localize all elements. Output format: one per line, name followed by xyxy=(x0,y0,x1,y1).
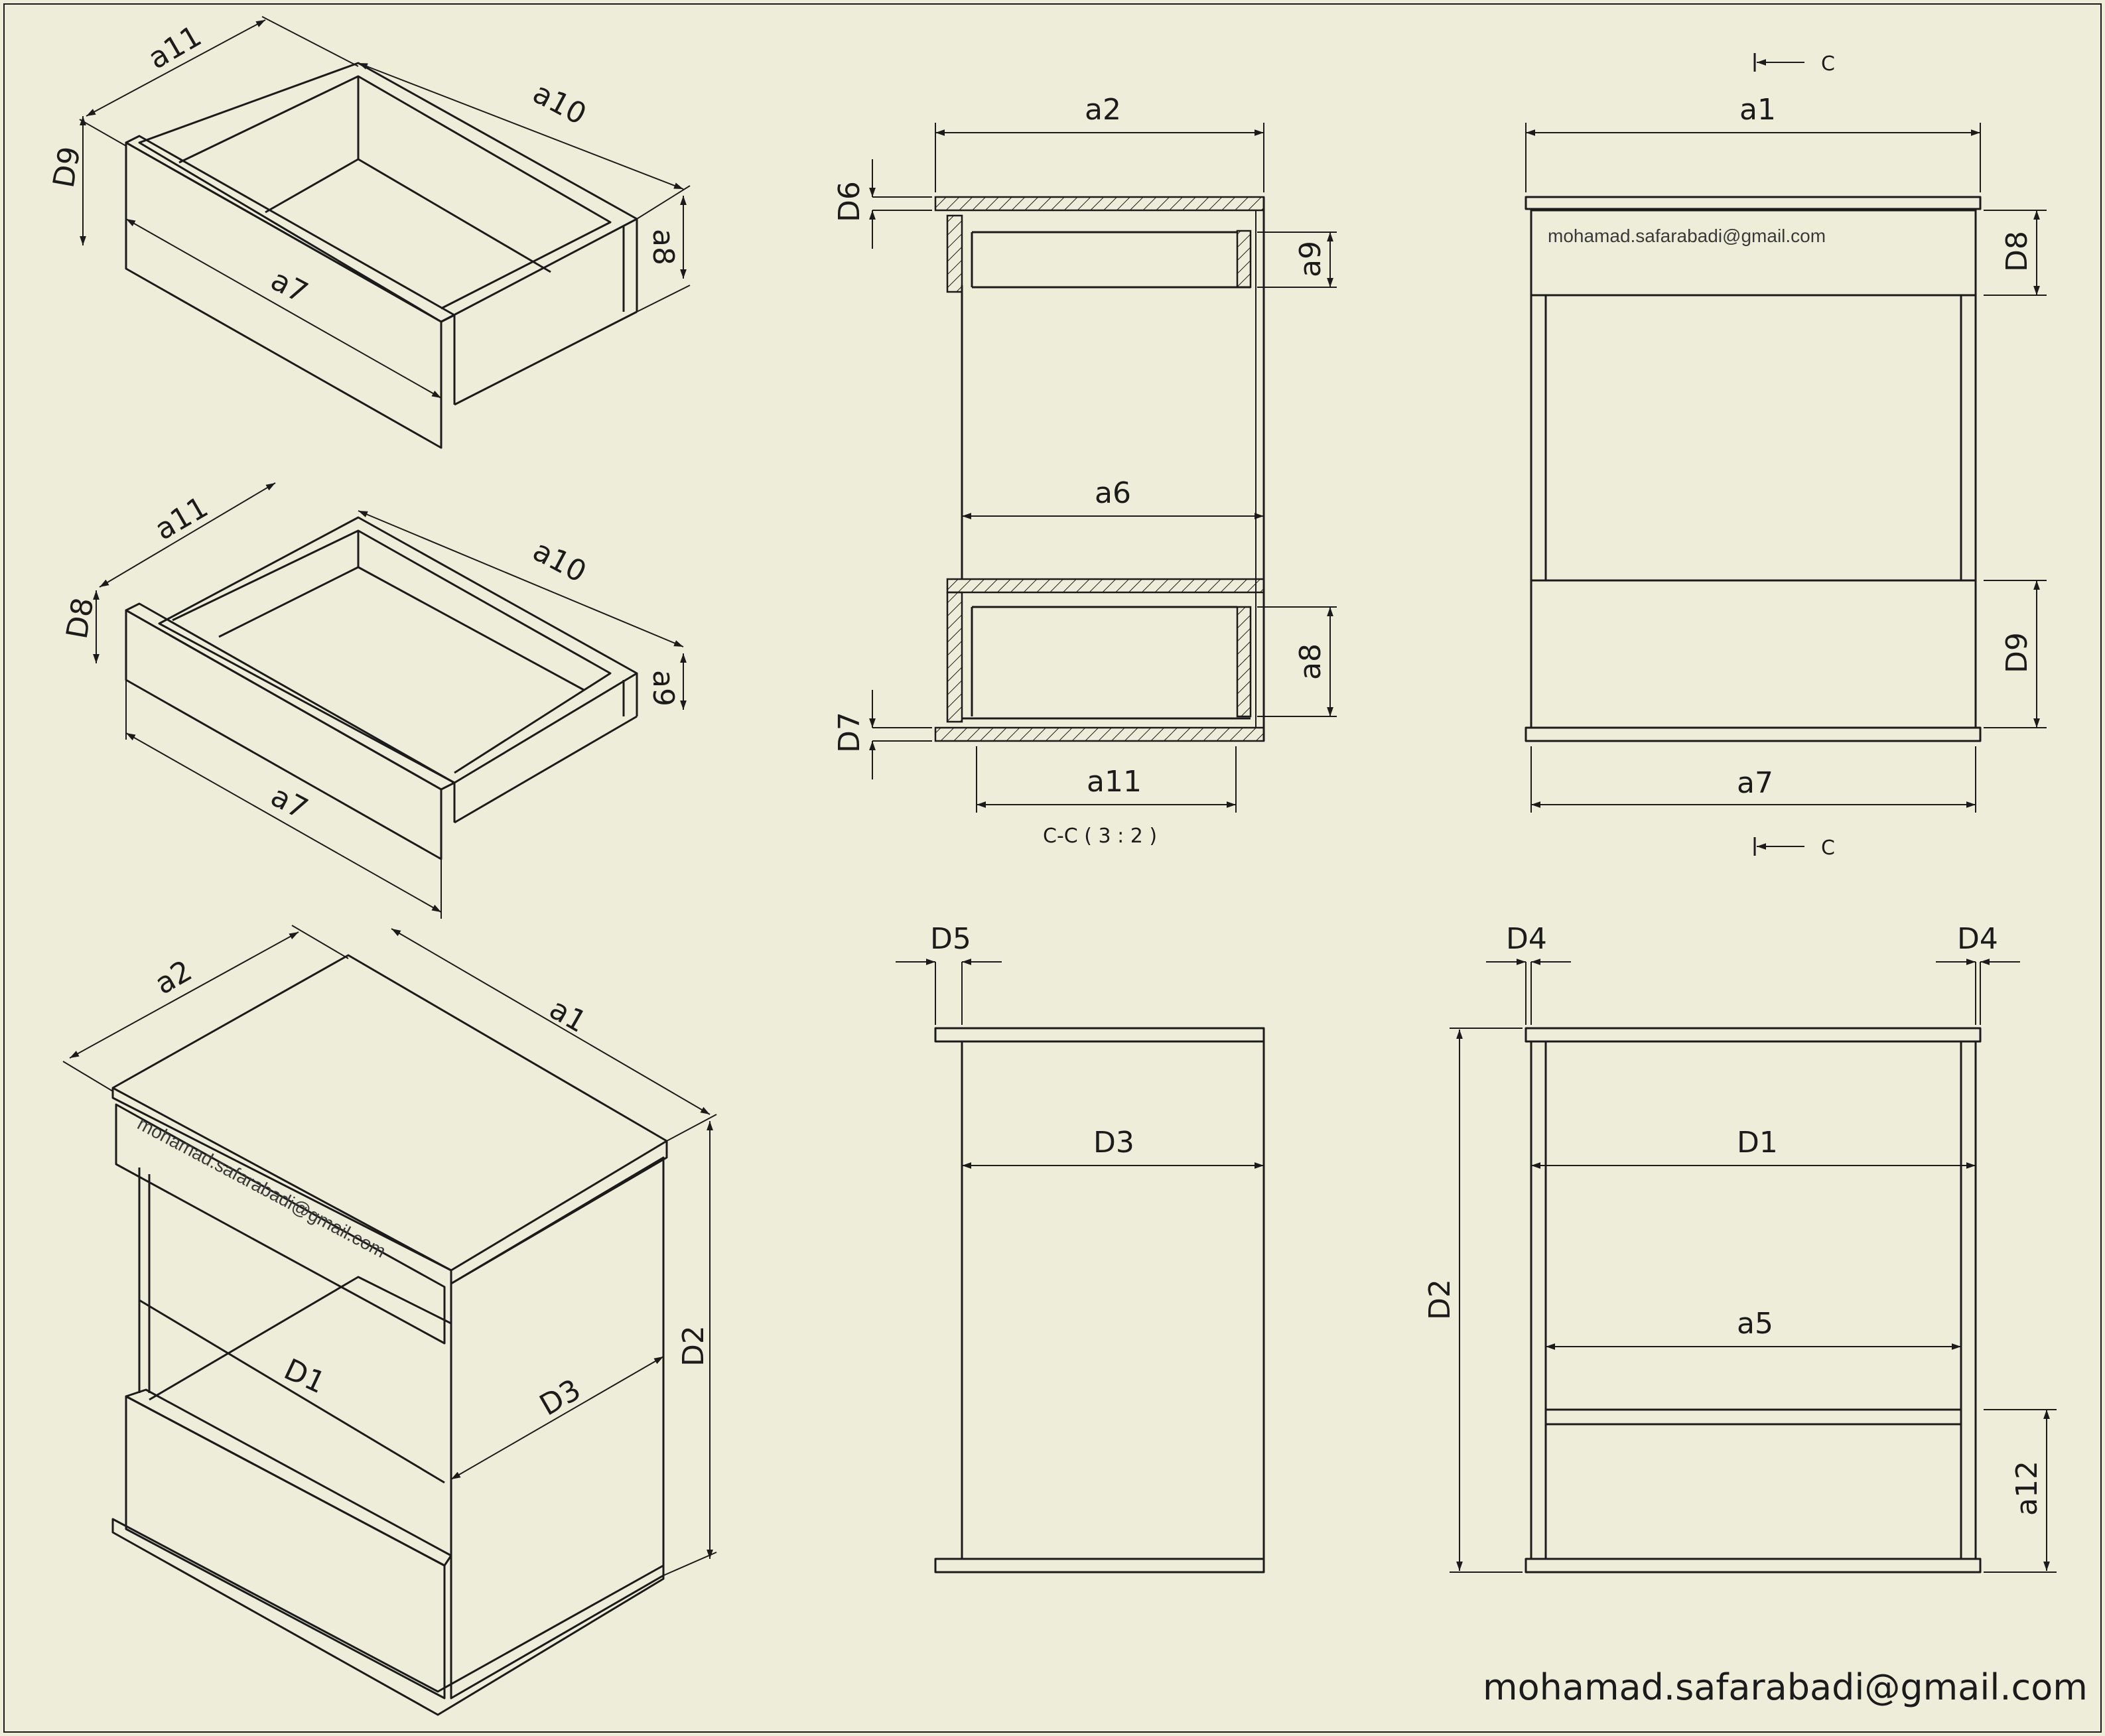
label-a7-drawer2: a7 xyxy=(265,779,313,827)
label-a8-section: a8 xyxy=(1294,643,1327,680)
label-a6-section: a6 xyxy=(1095,476,1131,510)
label-a7-front: a7 xyxy=(1737,766,1773,800)
section-cc-view xyxy=(869,123,1337,813)
label-D9-front: D9 xyxy=(2000,632,2034,673)
label-D2-iso: D2 xyxy=(677,1325,711,1367)
label-a5-front: a5 xyxy=(1737,1307,1773,1341)
label-D2-front: D2 xyxy=(1423,1279,1457,1320)
section-arrow-top-label: C xyxy=(1821,52,1835,76)
label-D1-front: D1 xyxy=(1737,1126,1778,1160)
label-D6-section: D6 xyxy=(833,181,866,222)
section-arrow-bottom-label: C xyxy=(1821,836,1835,860)
label-a10-drawer2: a10 xyxy=(527,534,592,590)
label-D9-drawer1: D9 xyxy=(47,144,88,190)
iso-drawer-2 xyxy=(93,482,687,919)
label-a7-drawer1: a7 xyxy=(265,263,313,310)
label-a8-drawer1: a8 xyxy=(646,229,680,265)
label-a11-section: a11 xyxy=(1087,765,1142,799)
label-a9-drawer2: a9 xyxy=(646,670,680,706)
section-caption: C-C ( 3 : 2 ) xyxy=(1043,825,1157,848)
iso-email-engraving: mohamad.safarabadi@gmail.com xyxy=(134,1113,389,1262)
iso-cabinet xyxy=(62,925,717,1716)
label-a11-drawer1: a11 xyxy=(143,19,207,76)
author-email: mohamad.safarabadi@gmail.com xyxy=(1483,1666,2088,1708)
label-a2-iso: a2 xyxy=(149,954,198,1002)
iso-drawer-1 xyxy=(79,16,691,449)
label-D7-section: D7 xyxy=(833,712,866,753)
front-email-engraving: mohamad.safarabadi@gmail.com xyxy=(1548,226,1826,246)
front-carcass-view xyxy=(1450,959,2057,1573)
label-D1-iso: D1 xyxy=(279,1353,330,1400)
label-D3-side: D3 xyxy=(1093,1126,1134,1160)
label-a1-front: a1 xyxy=(1739,93,1776,127)
label-a2-section: a2 xyxy=(1085,93,1121,127)
front-view xyxy=(1525,53,2047,856)
label-D8-front: D8 xyxy=(2000,231,2034,272)
label-D4-right: D4 xyxy=(1957,922,1998,956)
label-a10-drawer1: a10 xyxy=(527,76,592,132)
label-a9-section: a9 xyxy=(1294,241,1327,277)
label-D8-drawer2: D8 xyxy=(60,595,101,641)
sheet-border xyxy=(3,3,2102,1733)
label-a12-front: a12 xyxy=(2010,1461,2044,1516)
label-D4-left: D4 xyxy=(1506,922,1547,956)
label-a1-iso: a1 xyxy=(544,992,592,1039)
label-D3-iso: D3 xyxy=(534,1372,586,1422)
label-D5-side: D5 xyxy=(930,922,971,956)
side-view xyxy=(896,959,1265,1573)
